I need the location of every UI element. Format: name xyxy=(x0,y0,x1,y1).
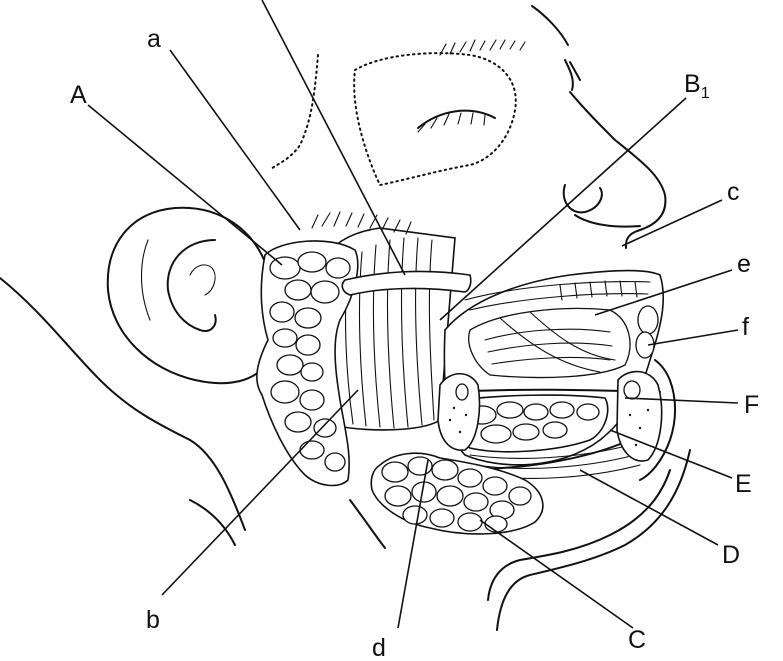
leader-E xyxy=(609,429,733,479)
parotid-gland xyxy=(256,240,359,487)
eyebrow xyxy=(439,39,526,56)
label-F: F xyxy=(744,391,759,419)
mandible-cross-section-right xyxy=(616,359,676,481)
label-A: A xyxy=(70,81,87,109)
leader-c xyxy=(621,199,723,247)
eyelashes xyxy=(417,112,486,133)
leader-f xyxy=(647,329,739,346)
label-b: b xyxy=(146,606,160,634)
leader-a xyxy=(169,49,301,231)
label-e: e xyxy=(737,250,751,278)
leader-B1 xyxy=(439,97,687,321)
mandible-cross-section-left xyxy=(437,372,481,451)
leader-e xyxy=(594,269,733,316)
parotid-duct xyxy=(341,270,472,296)
temple-dotted-outline xyxy=(269,54,319,171)
leader-b xyxy=(161,389,359,596)
closed-eye xyxy=(417,109,496,129)
eyelash-tuft xyxy=(564,59,581,91)
leader-A xyxy=(87,104,283,266)
label-a: a xyxy=(147,25,161,53)
label-B1: B1 xyxy=(684,70,710,102)
leader-D xyxy=(579,469,719,546)
eye-region-dotted-outline xyxy=(353,52,517,187)
leader-d xyxy=(397,459,429,629)
leader-lines xyxy=(87,0,739,629)
label-E: E xyxy=(735,470,752,498)
head-outline xyxy=(0,5,691,631)
label-d: d xyxy=(372,634,386,661)
leader-top-diagonal xyxy=(261,0,406,276)
label-f: f xyxy=(742,313,749,341)
leader-C xyxy=(479,519,634,629)
labels: a A B1 c e f F E D C d b xyxy=(70,25,759,661)
label-C: C xyxy=(628,626,646,654)
label-c: c xyxy=(727,178,740,206)
leader-F xyxy=(624,397,739,404)
label-D: D xyxy=(722,541,740,569)
sublingual-gland xyxy=(454,394,609,453)
ear xyxy=(106,206,269,385)
submandibular-gland xyxy=(370,452,544,535)
